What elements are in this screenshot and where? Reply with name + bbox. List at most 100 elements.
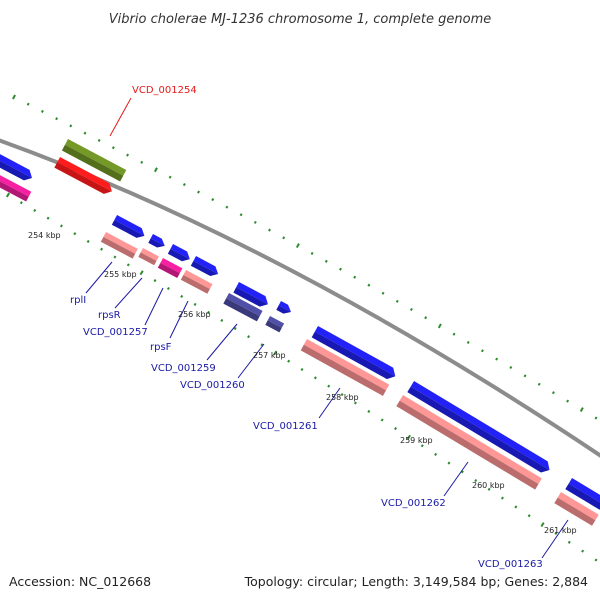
gene-label-vcd-001263[interactable]: VCD_001263: [478, 559, 543, 570]
feature-blue-3-bottom: [167, 248, 190, 262]
inner-tick-dot: [273, 350, 278, 356]
outer-tick-dot: [111, 146, 115, 150]
feature-vcd-001254-red[interactable]: [54, 157, 114, 197]
outer-tick-dot: [268, 228, 271, 232]
feature-blue-left-bottom: [0, 157, 33, 181]
gene-label-vcd-001262[interactable]: VCD_001262: [381, 498, 446, 509]
feature-pink-2-bottom: [180, 274, 210, 294]
feature-blue-3-top: [170, 244, 190, 260]
gene-label-vcd-001261[interactable]: VCD_001261: [253, 421, 318, 432]
outer-tick-dot: [495, 357, 499, 361]
feature-navy-vcd-001259-bottom: [223, 298, 260, 322]
inner-tick-dot: [487, 487, 491, 491]
inner-tick-dot: [193, 302, 197, 306]
feature-blue-left-top: [0, 152, 33, 178]
outer-tick-dot: [40, 109, 44, 113]
feature-pink-2[interactable]: [180, 270, 213, 294]
inner-tick-dot: [474, 478, 478, 483]
outer-tick-dot: [69, 124, 73, 128]
feature-blue-5[interactable]: [233, 282, 270, 309]
feature-blue-4[interactable]: [190, 256, 221, 279]
inner-tick-dot: [313, 376, 317, 380]
feature-magenta-rpsf-bottom: [157, 262, 180, 279]
feature-pink-vcd-001261-top: [303, 339, 390, 391]
inner-tick-dot: [353, 401, 357, 405]
kbp-tick-labels: 254 kbp 255 kbp 256 kbp 257 kbp 258 kbp …: [28, 231, 577, 535]
inner-tick-dot: [247, 335, 251, 339]
feature-blue-6[interactable]: [276, 301, 293, 316]
inner-tick-dot: [540, 522, 545, 528]
inner-tick-dot: [514, 505, 518, 509]
outer-tick-dot: [537, 382, 541, 386]
outer-tick-dot: [339, 267, 342, 271]
feature-blue-2[interactable]: [148, 234, 167, 250]
inner-tick-dot: [153, 279, 157, 283]
feature-pink-rpsr[interactable]: [138, 248, 159, 266]
inner-tick-dot: [447, 461, 451, 465]
feature-navy-vcd-001260[interactable]: [265, 316, 285, 333]
feature-blue-4-top: [193, 256, 219, 275]
outer-tick-dots: [12, 94, 598, 420]
gene-label-vcd-001254[interactable]: VCD_001254: [132, 85, 197, 96]
feature-pink-vcd-001263[interactable]: [554, 492, 599, 526]
inner-tick-dot: [460, 470, 464, 474]
connector-vcd-001261: [318, 387, 341, 419]
feature-navy-vcd-001260-bottom: [265, 320, 282, 333]
feature-blue-1[interactable]: [111, 215, 147, 241]
inner-tick-dot: [59, 224, 63, 228]
outer-tick-dot: [26, 102, 30, 106]
outer-tick-dot: [12, 94, 16, 100]
feature-navy-vcd-001259[interactable]: [223, 293, 263, 322]
feature-vcd-001254-olive-top: [64, 139, 127, 176]
inner-tick-dot: [300, 367, 304, 372]
feature-blue-1-bottom: [111, 219, 145, 238]
feature-pink-rpli[interactable]: [100, 232, 138, 259]
gene-label-vcd-001257[interactable]: VCD_001257: [83, 327, 148, 338]
feature-blue-vcd-001262[interactable]: [407, 381, 553, 476]
gene-label-rpsf[interactable]: rpsF: [150, 342, 172, 353]
feature-vcd-001254-red-bottom: [54, 162, 112, 194]
feature-pink-vcd-001261[interactable]: [300, 339, 390, 396]
feature-magenta-rpsf[interactable]: [157, 258, 183, 279]
outer-tick-dot: [295, 243, 300, 249]
inner-tick-dots: [5, 192, 598, 562]
gene-labels: VCD_001254 rplI rpsR VCD_001257 rpsF VCD…: [70, 85, 543, 570]
inner-tick-dot: [233, 326, 237, 331]
outer-tick-dot: [579, 407, 584, 413]
inner-tick-dot: [554, 531, 558, 535]
kbp-label-261: 261 kbp: [544, 526, 577, 535]
feature-blue-vcd-001263-bottom: [565, 483, 600, 510]
outer-tick-dot: [424, 316, 428, 320]
feature-blue-3[interactable]: [167, 244, 193, 264]
connector-vcd-001263: [541, 519, 569, 559]
outer-tick-dot: [197, 190, 200, 194]
feature-magenta-left[interactable]: [0, 173, 32, 202]
inner-tick-dot: [394, 426, 398, 431]
gene-label-vcd-001260[interactable]: VCD_001260: [180, 380, 245, 391]
outer-tick-dot: [225, 205, 229, 209]
connector-vcd-001260: [237, 343, 265, 379]
feature-blue-vcd-001263[interactable]: [565, 478, 600, 510]
feature-pink-vcd-001262[interactable]: [396, 395, 542, 490]
outer-tick-dot: [324, 259, 328, 263]
inner-tick-dot: [420, 444, 424, 448]
feature-blue-5-bottom: [233, 287, 268, 307]
outer-tick-dot: [97, 138, 101, 142]
feature-pink-rpli-bottom: [100, 236, 136, 259]
outer-tick-dot: [452, 332, 456, 336]
feature-blue-vcd-001261[interactable]: [311, 326, 399, 382]
outer-tick-dot: [395, 299, 399, 303]
gene-label-rpsr[interactable]: rpsR: [98, 310, 121, 321]
inner-tick-dot: [340, 393, 344, 397]
inner-tick-dot: [19, 201, 23, 205]
outer-tick-dot: [310, 251, 314, 255]
outer-tick-dot: [282, 236, 286, 240]
feature-blue-left[interactable]: [0, 152, 35, 183]
gene-label-vcd-001259[interactable]: VCD_001259: [151, 363, 216, 374]
feature-vcd-001254-olive[interactable]: [61, 139, 127, 182]
feature-pink-rpli-top: [103, 232, 138, 254]
outer-tick-dot: [523, 374, 527, 378]
gene-label-rpli[interactable]: rplI: [70, 295, 86, 306]
inner-tick-dot: [327, 384, 331, 388]
feature-blue-6-top: [278, 301, 292, 312]
